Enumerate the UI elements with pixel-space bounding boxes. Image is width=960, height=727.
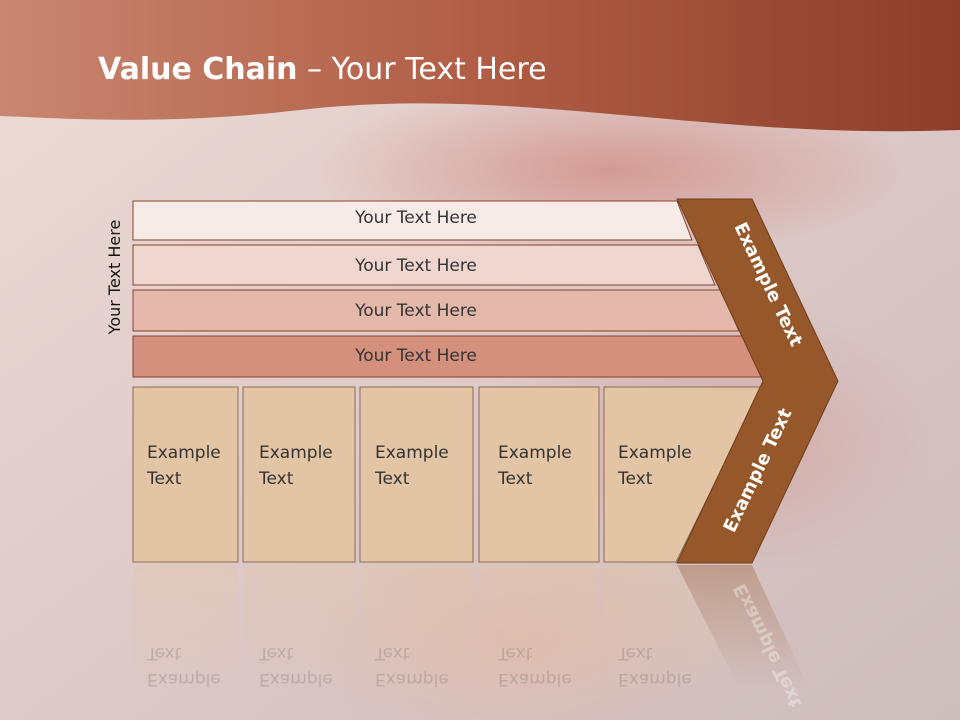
column-label-4-line1: Example <box>498 443 572 463</box>
row-label-1: Your Text Here <box>355 208 477 228</box>
column-reflection-3 <box>360 565 473 695</box>
row-shape-1 <box>132 200 693 241</box>
slide-title: Value Chain – Your Text Here <box>98 52 547 87</box>
row-label-3: Your Text Here <box>355 301 477 321</box>
column-reflection-4 <box>479 565 599 695</box>
column-label-2: Example Text <box>259 440 333 492</box>
column-reflection-label-4: Example Text <box>498 640 572 692</box>
column-label-5: Example Text <box>618 440 692 492</box>
side-label: Your Text Here <box>105 219 124 335</box>
column-label-5-line1: Example <box>618 443 692 463</box>
column-shape-1 <box>132 386 239 563</box>
column-label-1-line2: Text <box>147 469 182 489</box>
column-reflection-label-3-line2: Text <box>375 643 410 663</box>
column-reflection-label-2: Example Text <box>259 640 333 692</box>
column-reflection-label-4-line2: Text <box>498 643 533 663</box>
slide-title-rest: – Your Text Here <box>297 52 547 87</box>
row-label-4: Your Text Here <box>355 346 477 366</box>
column-label-2-line2: Text <box>259 469 294 489</box>
column-shape-2 <box>242 386 356 563</box>
column-reflection-label-5-line2: Text <box>618 643 653 663</box>
column-label-5-line2: Text <box>618 469 653 489</box>
column-reflection-label-2-line2: Text <box>259 643 294 663</box>
column-reflection-label-3: Example Text <box>375 640 449 692</box>
column-reflection-label-1: Example Text <box>147 640 221 692</box>
column-label-3: Example Text <box>375 440 449 492</box>
slide-title-bold: Value Chain <box>98 52 298 87</box>
column-reflection-5 <box>604 565 740 695</box>
column-reflection-label-5-line1: Example <box>618 669 692 689</box>
column-label-3-line1: Example <box>375 443 449 463</box>
column-reflection-label-1-line1: Example <box>147 669 221 689</box>
column-label-1-line1: Example <box>147 443 221 463</box>
column-reflection-label-4-line1: Example <box>498 669 572 689</box>
column-shape-3 <box>359 386 474 563</box>
chevron-arrow <box>676 198 839 564</box>
column-label-4: Example Text <box>498 440 572 492</box>
column-reflection-label-2-line1: Example <box>259 669 333 689</box>
column-shape-4 <box>478 386 600 563</box>
row-label-2: Your Text Here <box>355 256 477 276</box>
chevron-reflection <box>677 565 810 690</box>
column-shape-5 <box>603 386 763 563</box>
header-band <box>0 0 960 132</box>
column-reflection-1 <box>133 565 238 695</box>
column-label-3-line2: Text <box>375 469 410 489</box>
column-label-4-line2: Text <box>498 469 533 489</box>
row-shape-2 <box>132 244 716 286</box>
column-reflection-label-5: Example Text <box>618 640 692 692</box>
column-reflection-label-3-line1: Example <box>375 669 449 689</box>
column-label-1: Example Text <box>147 440 221 492</box>
column-reflection-label-1-line2: Text <box>147 643 182 663</box>
column-reflection-2 <box>243 565 355 695</box>
column-label-2-line1: Example <box>259 443 333 463</box>
